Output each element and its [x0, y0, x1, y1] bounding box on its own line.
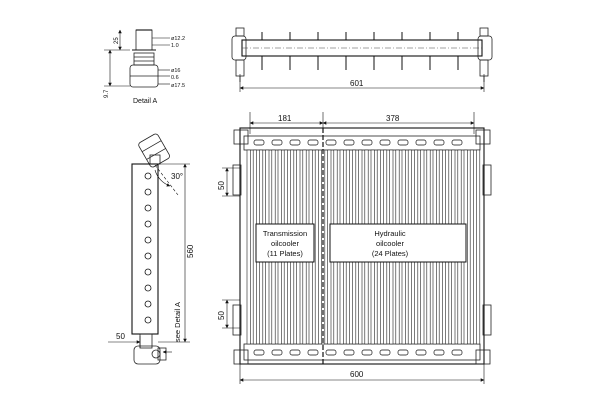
front-view: Transmission oilcooler (11 Plates) Hydra…	[217, 112, 492, 384]
tank-slot	[415, 349, 427, 356]
tank-slot	[343, 139, 355, 146]
bolt-hole	[144, 300, 152, 308]
dim-side-offset: 50	[116, 332, 125, 341]
cooler-plate	[246, 149, 251, 345]
bolt-hole	[144, 268, 152, 276]
hydraulic-line3: (24 Plates)	[372, 249, 409, 258]
cooler-plate	[469, 149, 474, 345]
tank-slot	[397, 139, 409, 146]
tank-slot	[451, 139, 463, 146]
tank-slot	[379, 139, 391, 146]
dim-top-length: 601	[350, 79, 364, 88]
dim-section-b: 378	[386, 114, 400, 123]
bolt-hole	[144, 204, 152, 212]
detail-a-d4: 0.6	[171, 75, 179, 81]
tank-slot	[433, 139, 445, 146]
see-detail-a-note: see Detail A	[173, 302, 182, 342]
bolt-hole	[144, 284, 152, 292]
bolt-hole	[144, 188, 152, 196]
transmission-label-box	[255, 223, 315, 263]
transmission-line1: Transmission	[263, 229, 307, 238]
bolt-hole	[144, 220, 152, 228]
hydraulic-line2: oilcooler	[376, 239, 404, 248]
dim-port-bottom: 50	[217, 311, 226, 320]
tank-slot	[379, 349, 391, 356]
tank-slot	[325, 349, 337, 356]
dim-section-a: 181	[278, 114, 292, 123]
tank-slot	[307, 139, 319, 146]
tank-slot	[433, 349, 445, 356]
transmission-line3: (11 Plates)	[267, 249, 303, 258]
bolt-hole	[144, 252, 152, 260]
tank-slot	[343, 349, 355, 356]
detail-a-h2: 9.7	[104, 89, 110, 98]
dim-port-top: 50	[217, 181, 226, 190]
bolt-hole	[144, 236, 152, 244]
tank-slot	[271, 349, 283, 356]
tank-slot	[361, 349, 373, 356]
bolt-hole	[144, 172, 152, 180]
detail-a-d2: 1.0	[171, 43, 179, 49]
top-view: 601	[231, 27, 493, 92]
detail-a-h1: 25	[114, 37, 120, 44]
detail-a-d3: ø16	[171, 68, 180, 74]
detail-a-d1: ø12.2	[171, 36, 185, 42]
hydraulic-label-box	[329, 223, 467, 263]
tank-slot	[253, 349, 265, 356]
tank-slot	[361, 139, 373, 146]
tank-slot	[289, 139, 301, 146]
cooler-plate	[314, 149, 319, 345]
detail-a-label: Detail A	[133, 98, 157, 105]
transmission-line2: oilcooler	[271, 239, 299, 248]
hydraulic-line1: Hydraulic	[374, 229, 406, 238]
dim-height: 560	[186, 244, 195, 258]
tank-slot	[307, 349, 319, 356]
detail-a-d5: ø17.5	[171, 83, 185, 89]
dim-overall-width: 600	[350, 370, 364, 379]
tank-slot	[451, 349, 463, 356]
dim-angle: 30°	[171, 172, 183, 181]
tank-slot	[271, 139, 283, 146]
detail-a-view: 25 9.7 ø12.2 1.0 ø16 0.6 ø17.5 Detail A	[104, 29, 185, 105]
tank-slot	[325, 139, 337, 146]
bolt-hole	[144, 316, 152, 324]
side-view: 30° 560 50 see Detail A	[108, 133, 195, 365]
cooler-plate	[476, 149, 481, 345]
tank-slot	[253, 139, 265, 146]
tank-slot	[289, 349, 301, 356]
tank-slot	[397, 349, 409, 356]
tank-slot	[415, 139, 427, 146]
